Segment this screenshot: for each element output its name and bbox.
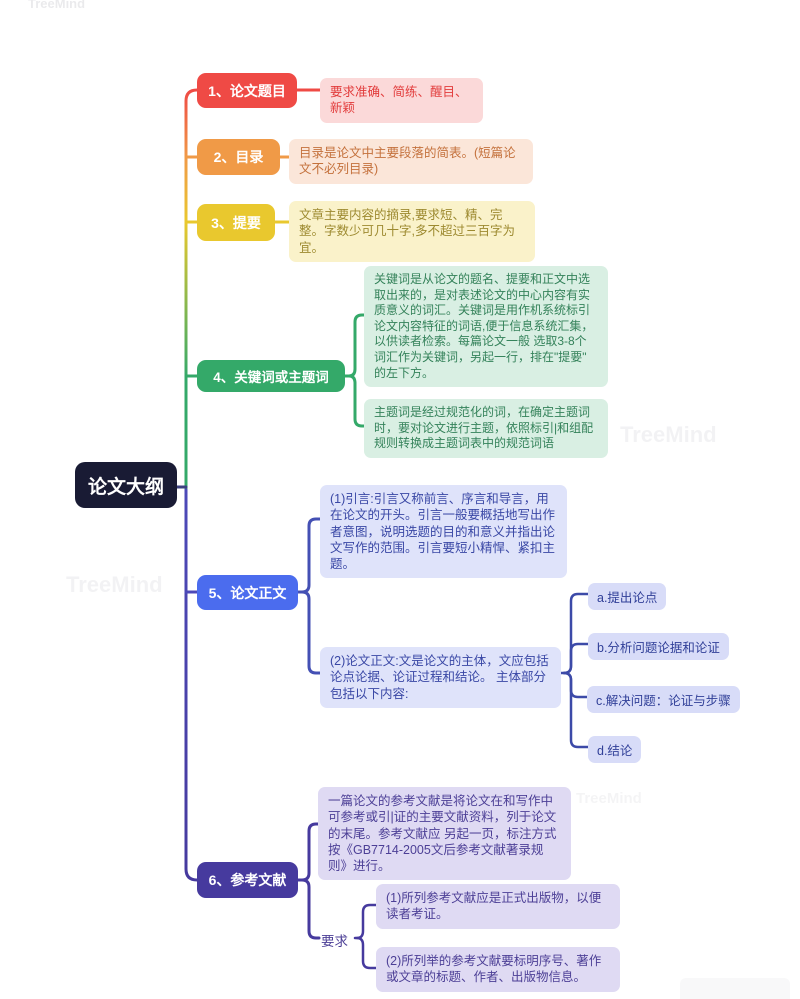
note-references-description[interactable]: 一篇论文的参考文献是将论文在和写作中可参考或引|证的主要文献资料，列于论文的末尾… bbox=[318, 787, 571, 881]
watermark-left: TreeMind bbox=[66, 572, 163, 597]
note-body-description[interactable]: (2)论文正文:文是论文的主体，文应包括论点论据、论证过程和结论。 主体部分包括… bbox=[320, 647, 561, 708]
central-topic-paper-outline[interactable]: 论文大纲 bbox=[75, 462, 177, 508]
watermark-right: TreeMind bbox=[620, 422, 717, 447]
note-introduction-description[interactable]: (1)引言:引言又称前言、序言和导言，用在论文的开头。引言一般要概括地写出作者意… bbox=[320, 485, 567, 579]
note-contents-description[interactable]: 目录是论文中主要段落的简表。(短篇论文不必列目录) bbox=[289, 139, 533, 184]
leaf-present-argument[interactable]: a.提出论点 bbox=[588, 583, 667, 610]
branch-node-keywords[interactable]: 4、关键词或主题词 bbox=[197, 360, 345, 392]
note-keywords-description[interactable]: 关键词是从论文的题名、提要和正文中选取出来的，是对表述论文的中心内容有实质意义的… bbox=[364, 266, 608, 388]
leaf-analyze-problem[interactable]: b.分析问题论据和论证 bbox=[588, 633, 729, 660]
branch-node-references[interactable]: 6、参考文献 bbox=[197, 862, 298, 898]
leaf-conclusion[interactable]: d.结论 bbox=[588, 736, 642, 763]
note-abstract-description[interactable]: 文章主要内容的摘录,要求短、精、完整。字数少可几十字,多不超过三百字为宜。 bbox=[289, 201, 535, 262]
note-requirement-1[interactable]: (1)所列参考文献应是正式出版物，以便读者考证。 bbox=[376, 884, 620, 929]
branch-node-body-text[interactable]: 5、论文正文 bbox=[197, 575, 298, 610]
watermark-bottom: TreeMind bbox=[576, 790, 642, 807]
subnode-requirements[interactable]: 要求 bbox=[321, 934, 348, 949]
branch-node-contents[interactable]: 2、目录 bbox=[197, 139, 280, 175]
branch-node-abstract[interactable]: 3、提要 bbox=[197, 204, 275, 241]
note-subject-terms-description[interactable]: 主题词是经过规范化的词，在确定主题词时，要对论文进行主题，依照标引|和组配规则转… bbox=[364, 399, 608, 458]
note-requirement-2[interactable]: (2)所列举的参考文献要标明序号、著作或文章的标题、作者、出版物信息。 bbox=[376, 947, 620, 992]
watermark-top: TreeMind bbox=[28, 0, 86, 11]
leaf-solve-problem[interactable]: c.解决问题：论证与步骤 bbox=[587, 686, 740, 713]
branch-node-paper-title[interactable]: 1、论文题目 bbox=[197, 73, 297, 108]
watermark-logo-blob bbox=[680, 978, 790, 999]
note-paper-title-requirements[interactable]: 要求准确、简练、醒目、新颖 bbox=[320, 78, 483, 123]
